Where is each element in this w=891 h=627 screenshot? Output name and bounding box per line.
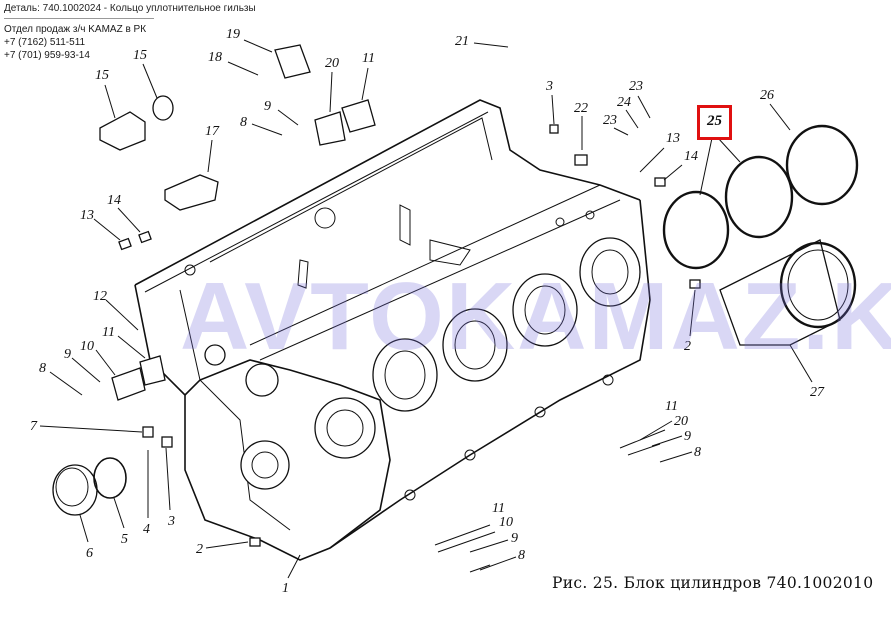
header-divider bbox=[4, 18, 154, 19]
callout-18: 18 bbox=[208, 50, 222, 65]
callout-14: 14 bbox=[107, 193, 121, 208]
ring-25b bbox=[662, 190, 730, 270]
callout-11: 11 bbox=[102, 325, 115, 340]
callout-11b: 11 bbox=[362, 51, 375, 66]
callout-3: 3 bbox=[167, 514, 175, 529]
callout-2b: 2 bbox=[684, 339, 691, 354]
callout-9d: 9 bbox=[511, 531, 518, 546]
callout-8d: 8 bbox=[518, 548, 525, 563]
callout-7: 7 bbox=[30, 419, 38, 434]
callout-11d: 11 bbox=[492, 501, 505, 516]
part-title: Деталь: 740.1002024 - Кольцо уплотнитель… bbox=[4, 3, 256, 14]
callout-25: 25 bbox=[707, 113, 722, 129]
callout-9b: 9 bbox=[264, 99, 271, 114]
sales-dept: Отдел продаж з/ч KAMAZ в РК bbox=[4, 24, 147, 35]
figure-caption: Рис. 25. Блок цилиндров 740.1002010 bbox=[552, 574, 874, 592]
callout-10: 10 bbox=[80, 339, 94, 354]
callout-27: 27 bbox=[810, 385, 825, 400]
callout-11c: 11 bbox=[665, 399, 678, 414]
callout-10b: 10 bbox=[499, 515, 513, 530]
flange-19 bbox=[274, 44, 311, 79]
ring-26 bbox=[785, 124, 859, 206]
phone-2[interactable]: +7 (701) 959-93-14 bbox=[4, 50, 90, 61]
callout-20: 20 bbox=[325, 56, 339, 71]
callout-24: 24 bbox=[617, 95, 631, 110]
callout-20b: 20 bbox=[674, 414, 688, 429]
gasket-11b bbox=[139, 355, 166, 386]
header-info: Деталь: 740.1002024 - Кольцо уплотнитель… bbox=[4, 2, 256, 62]
callout-26: 26 bbox=[760, 88, 774, 103]
callout-22: 22 bbox=[574, 101, 588, 116]
callout-14b: 14 bbox=[684, 149, 698, 164]
callout-6: 6 bbox=[86, 546, 93, 561]
flange-20 bbox=[314, 111, 346, 146]
cylinder-liner-27 bbox=[719, 239, 857, 346]
callout-1: 1 bbox=[282, 581, 289, 596]
phone-1[interactable]: +7 (7162) 511-511 bbox=[4, 37, 86, 48]
callout-13: 13 bbox=[80, 208, 94, 223]
callout-12: 12 bbox=[93, 289, 107, 304]
callout-15b: 15 bbox=[133, 48, 147, 63]
plug-6 bbox=[52, 464, 98, 516]
block-holes bbox=[184, 207, 614, 501]
callout-5: 5 bbox=[121, 532, 128, 547]
cylinder-block bbox=[134, 99, 651, 561]
ring-25a bbox=[724, 155, 794, 239]
callout-8: 8 bbox=[39, 361, 46, 376]
callout-17: 17 bbox=[205, 124, 220, 139]
callout-23: 23 bbox=[629, 79, 643, 94]
callout-9c: 9 bbox=[684, 429, 691, 444]
callout-21: 21 bbox=[455, 34, 469, 49]
pipe-15 bbox=[99, 111, 146, 151]
highlight-box-25[interactable]: 25 bbox=[697, 105, 732, 140]
callout-13b: 13 bbox=[666, 131, 680, 146]
callout-23b: 23 bbox=[603, 113, 617, 128]
callout-8b: 8 bbox=[240, 115, 247, 130]
pipe-17 bbox=[164, 174, 219, 211]
gasket-11 bbox=[341, 99, 376, 133]
callout-9: 9 bbox=[64, 347, 71, 362]
callout-8c: 8 bbox=[694, 445, 701, 460]
callout-15: 15 bbox=[95, 68, 109, 83]
callout-2: 2 bbox=[196, 542, 203, 557]
gasket-5 bbox=[93, 457, 127, 499]
cylinder-bores bbox=[372, 237, 641, 412]
callout-4: 4 bbox=[143, 522, 150, 537]
callout-19: 19 bbox=[226, 27, 240, 42]
callout-3b: 3 bbox=[545, 79, 553, 94]
flange-10 bbox=[111, 367, 146, 401]
callout-labels: 1 2 2 3 3 4 5 6 7 8 8 8 8 9 9 9 9 10 1 bbox=[30, 27, 825, 596]
